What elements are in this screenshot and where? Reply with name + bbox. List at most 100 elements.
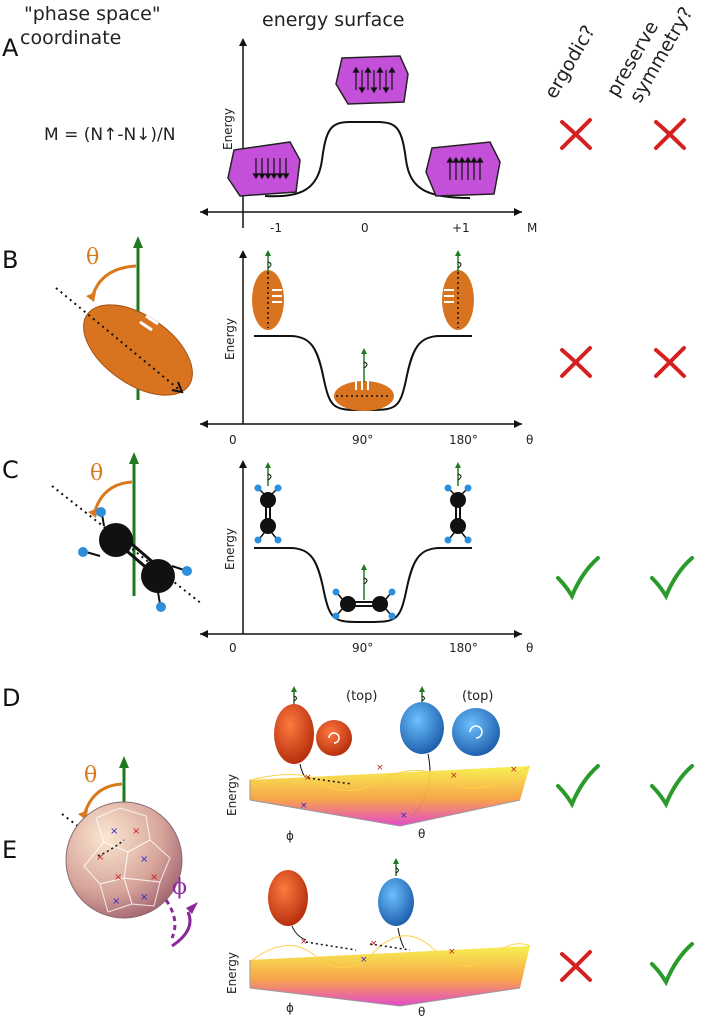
svg-text:×: × xyxy=(304,773,312,783)
x-axis-label-theta: θ xyxy=(418,827,425,841)
panel-label-e: E xyxy=(2,836,17,864)
rotation-arrow xyxy=(90,264,137,299)
y-axis-label: Energy xyxy=(225,952,239,994)
blue-particle-e xyxy=(378,858,414,926)
cross-mark-icon xyxy=(560,346,592,378)
blue-particle-side xyxy=(400,686,444,754)
energy-surface xyxy=(250,766,530,826)
svg-text:×: × xyxy=(150,872,158,883)
x-axis-label: θ xyxy=(526,641,533,655)
red-particle-top xyxy=(316,720,352,756)
polyhedral-particle: θ ×× ×× ×× ×× ϕ xyxy=(61,756,198,948)
svg-text:×: × xyxy=(510,765,518,775)
check-mark-icon xyxy=(650,556,694,601)
check-mark-icon xyxy=(556,556,600,601)
svg-text:×: × xyxy=(96,852,104,863)
svg-text:×: × xyxy=(140,892,148,903)
surface-header: energy surface xyxy=(262,9,404,31)
tick-90: 90° xyxy=(352,641,373,655)
x-axis-label-theta: θ xyxy=(418,1005,425,1019)
domain-middle xyxy=(335,55,409,105)
theta-symbol: θ xyxy=(90,461,103,486)
magnetization-formula: M = (N↑-N↓)/N xyxy=(44,125,175,145)
energy-curve xyxy=(254,547,472,623)
football-bottom-flat xyxy=(334,348,394,411)
ergodic-header: ergodic? xyxy=(540,22,599,103)
red-particle-side xyxy=(274,686,314,764)
top-label-right: (top) xyxy=(462,689,493,704)
panel-label-d: D xyxy=(2,684,20,712)
molecule-left-upright xyxy=(254,462,282,544)
tick-0: 0 xyxy=(229,433,237,447)
y-axis-label: Energy xyxy=(223,318,237,360)
top-label-left: (top) xyxy=(346,689,377,704)
check-mark-icon xyxy=(650,764,694,809)
phi-symbol: ϕ xyxy=(172,875,187,900)
x-axis-label: θ xyxy=(526,433,533,447)
blue-particle-top xyxy=(452,708,500,756)
panel-c: θ Energy θ 0 90° 180° xyxy=(51,452,533,655)
coord-header-line1: "phase space" xyxy=(24,3,161,25)
tick-minus1: -1 xyxy=(270,221,282,235)
panel-d: (top) (top) ×××××× Ene xyxy=(225,686,531,843)
theta-symbol: θ xyxy=(86,245,99,270)
y-axis-arrow xyxy=(239,38,247,46)
x-axis-label-phi: ϕ xyxy=(286,1001,294,1015)
y-axis-label: Energy xyxy=(221,108,235,150)
sphere-body xyxy=(65,801,183,919)
cross-mark-icon xyxy=(654,118,686,150)
football-right-upright xyxy=(442,250,474,330)
domain-right xyxy=(425,141,501,197)
svg-text:×: × xyxy=(300,801,308,811)
svg-text:×: × xyxy=(300,937,308,947)
y-axis-label: Energy xyxy=(225,774,239,816)
panel-label-a: A xyxy=(2,34,19,62)
svg-text:×: × xyxy=(114,872,122,883)
tick-180: 180° xyxy=(449,433,478,447)
molecule-bottom-flat xyxy=(332,564,396,620)
svg-text:×: × xyxy=(112,896,120,907)
energy-curve xyxy=(264,121,471,199)
tick-90: 90° xyxy=(352,433,373,447)
panel-label-c: C xyxy=(2,456,19,484)
svg-text:×: × xyxy=(360,955,368,965)
red-particle-e xyxy=(268,870,308,926)
tick-plus1: +1 xyxy=(452,221,470,235)
football-laces xyxy=(139,308,165,332)
panel-b: θ Energy θ 0 90° 180° xyxy=(55,236,533,447)
panel-label-b: B xyxy=(2,246,18,274)
football-left-upright xyxy=(252,250,284,330)
svg-text:×: × xyxy=(400,811,408,821)
svg-text:×: × xyxy=(110,826,118,837)
x-axis-label: M xyxy=(527,221,537,235)
check-mark-icon xyxy=(650,942,694,987)
molecule-large xyxy=(78,507,192,612)
tick-0: 0 xyxy=(229,641,237,655)
answer-marks xyxy=(556,118,694,987)
energy-surface xyxy=(250,946,530,1006)
svg-text:×: × xyxy=(132,826,140,837)
coord-header-line2: coordinate xyxy=(20,27,121,49)
svg-text:×: × xyxy=(376,763,384,773)
phi-arrow xyxy=(164,899,177,939)
panel-e: ×××× Energy ϕ θ xyxy=(225,858,531,1019)
cross-mark-icon xyxy=(560,118,592,150)
svg-text:×: × xyxy=(370,939,378,949)
svg-text:×: × xyxy=(450,771,458,781)
molecule-right-upright xyxy=(444,462,472,544)
domain-left xyxy=(227,141,301,197)
cross-mark-icon xyxy=(654,346,686,378)
molecule-axis xyxy=(51,485,203,605)
cross-mark-icon xyxy=(560,950,592,982)
y-axis-label: Energy xyxy=(223,528,237,570)
tick-180: 180° xyxy=(449,641,478,655)
svg-text:×: × xyxy=(448,947,456,957)
check-mark-icon xyxy=(556,764,600,809)
axis-arrowhead xyxy=(133,236,143,248)
svg-text:×: × xyxy=(140,854,148,865)
panel-a: M = (N↑-N↓)/N Energy M -1 0 +1 xyxy=(44,38,537,235)
tick-0: 0 xyxy=(361,221,369,235)
theta-symbol: θ xyxy=(84,763,97,788)
x-axis-label-phi: ϕ xyxy=(286,829,294,843)
